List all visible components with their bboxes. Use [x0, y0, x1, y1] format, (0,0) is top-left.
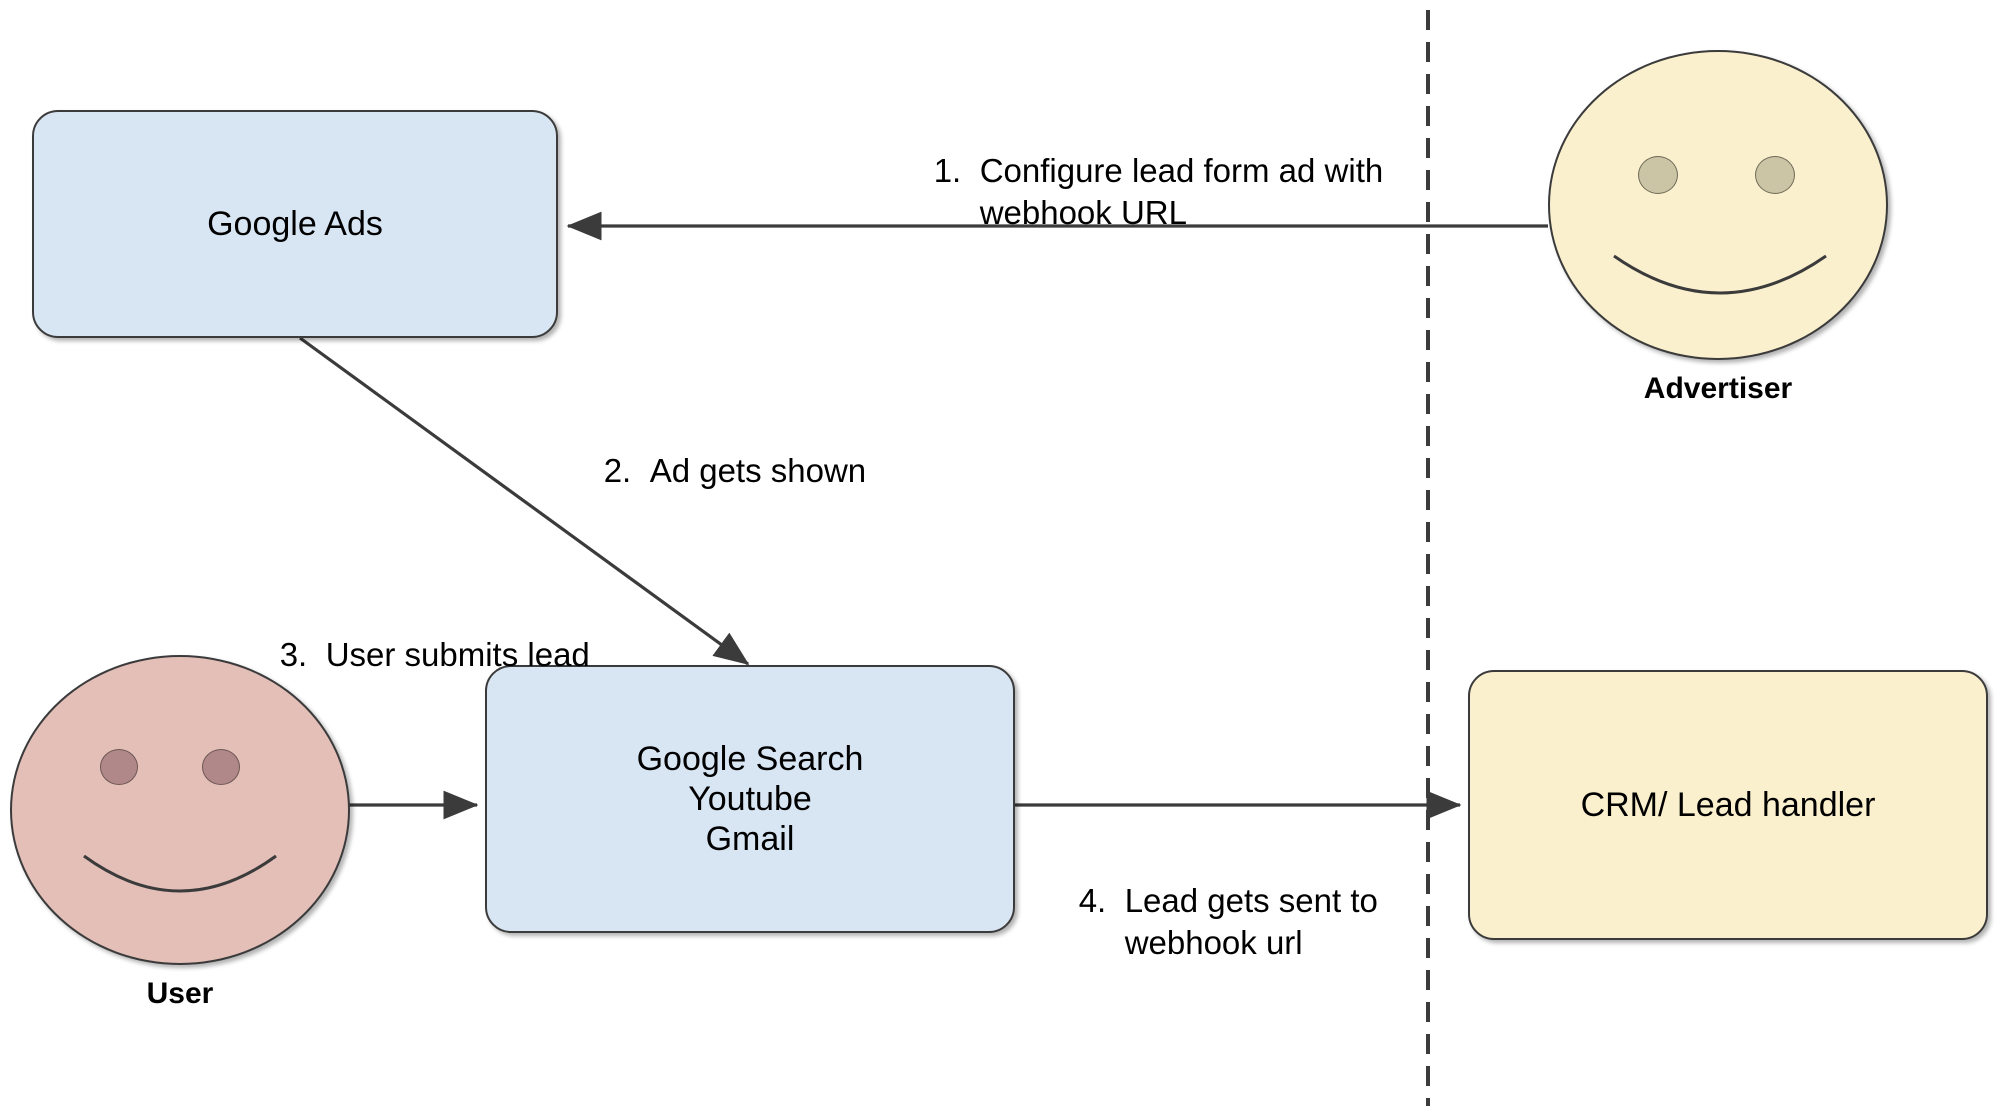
user-smiley-icon — [10, 655, 350, 965]
user-left-eye-icon — [100, 749, 138, 785]
node-google-ads[interactable]: Google Ads — [32, 110, 558, 338]
edge-label-step-1: 1. Configure lead form ad with webhook UR… — [897, 108, 1384, 277]
advertiser-smile-icon — [1610, 252, 1830, 314]
step-1-text: Configure lead form ad with webhook URL — [979, 152, 1384, 232]
edge-label-step-4: 4. Lead gets sent to webhook url — [1042, 838, 1378, 1007]
user-right-eye-icon — [202, 749, 240, 785]
node-google-ads-label: Google Ads — [207, 204, 383, 243]
edge-label-step-3: 3. User submits lead — [243, 592, 590, 719]
node-crm[interactable]: CRM/ Lead handler — [1468, 670, 1988, 940]
step-4-text: Lead gets sent to webhook url — [1124, 882, 1378, 962]
advertiser-left-eye-icon — [1638, 156, 1678, 194]
step-2-text: Ad gets shown — [649, 452, 867, 490]
step-3-text: User submits lead — [325, 636, 590, 674]
step-3-number: 3. — [279, 636, 308, 674]
actor-user[interactable]: User — [10, 655, 350, 1010]
edge-label-step-2: 2. Ad gets shown — [567, 408, 866, 535]
node-google-properties[interactable]: Google Search Youtube Gmail — [485, 665, 1015, 933]
advertiser-right-eye-icon — [1755, 156, 1795, 194]
user-smile-icon — [80, 852, 280, 912]
actor-advertiser[interactable]: Advertiser — [1548, 50, 1888, 405]
step-1-number: 1. — [933, 152, 962, 190]
user-caption: User — [146, 977, 214, 1010]
advertiser-smiley-icon — [1548, 50, 1888, 360]
advertiser-caption: Advertiser — [1643, 372, 1793, 405]
step-4-number: 4. — [1078, 882, 1107, 920]
node-google-properties-label: Google Search Youtube Gmail — [636, 739, 864, 859]
node-crm-label: CRM/ Lead handler — [1580, 785, 1876, 824]
step-2-number: 2. — [603, 452, 632, 490]
